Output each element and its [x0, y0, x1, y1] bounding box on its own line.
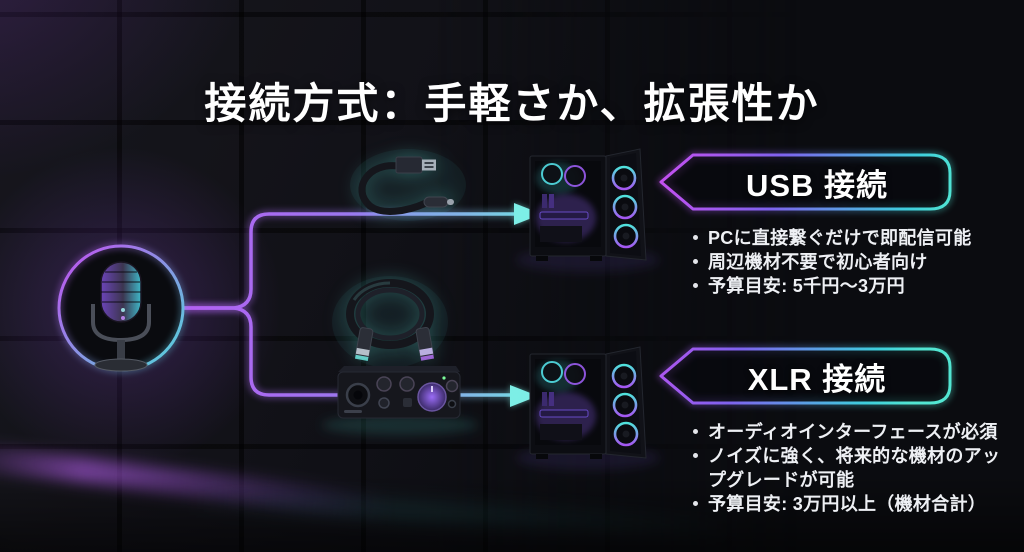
usb-bullet-item: 周辺機材不要で初心者向け — [690, 250, 1002, 274]
audio-interface-icon — [322, 366, 478, 435]
usb-bullet-item: 予算目安: 5千円〜3万円 — [690, 274, 1002, 298]
xlr-bullet-item: 予算目安: 3万円以上（機材合計） — [690, 492, 1002, 516]
xlr-section-label: XLR 接続 — [747, 361, 887, 397]
microphone-icon — [55, 242, 187, 374]
connector-lines — [182, 209, 518, 400]
xlr-bullet-item: ノイズに強く、将来的な機材のアップグレードが可能 — [690, 444, 1002, 492]
usb-section-label: USB 接続 — [745, 167, 889, 203]
arrow-to-usb-pc-icon — [514, 203, 542, 225]
arrow-to-xlr-pc-icon — [510, 385, 538, 407]
xlr-bubble — [657, 345, 954, 407]
usb-bubble — [657, 151, 954, 213]
page-title: 接続方式：手軽さか、拡張性か — [204, 80, 820, 128]
xlr-pc-tower-icon — [516, 347, 660, 470]
usb-cable-icon — [350, 149, 466, 221]
usb-pc-tower-icon — [516, 149, 660, 272]
xlr-bullet-item: オーディオインターフェースが必須 — [690, 420, 1002, 444]
xlr-cable-icon — [332, 276, 448, 368]
usb-bullet-list: PCに直接繋ぐだけで即配信可能 周辺機材不要で初心者向け 予算目安: 5千円〜3… — [690, 226, 1002, 298]
xlr-bullet-list: オーディオインターフェースが必須 ノイズに強く、将来的な機材のアップグレードが可… — [690, 420, 1002, 516]
usb-bullet-item: PCに直接繋ぐだけで即配信可能 — [690, 226, 1002, 250]
